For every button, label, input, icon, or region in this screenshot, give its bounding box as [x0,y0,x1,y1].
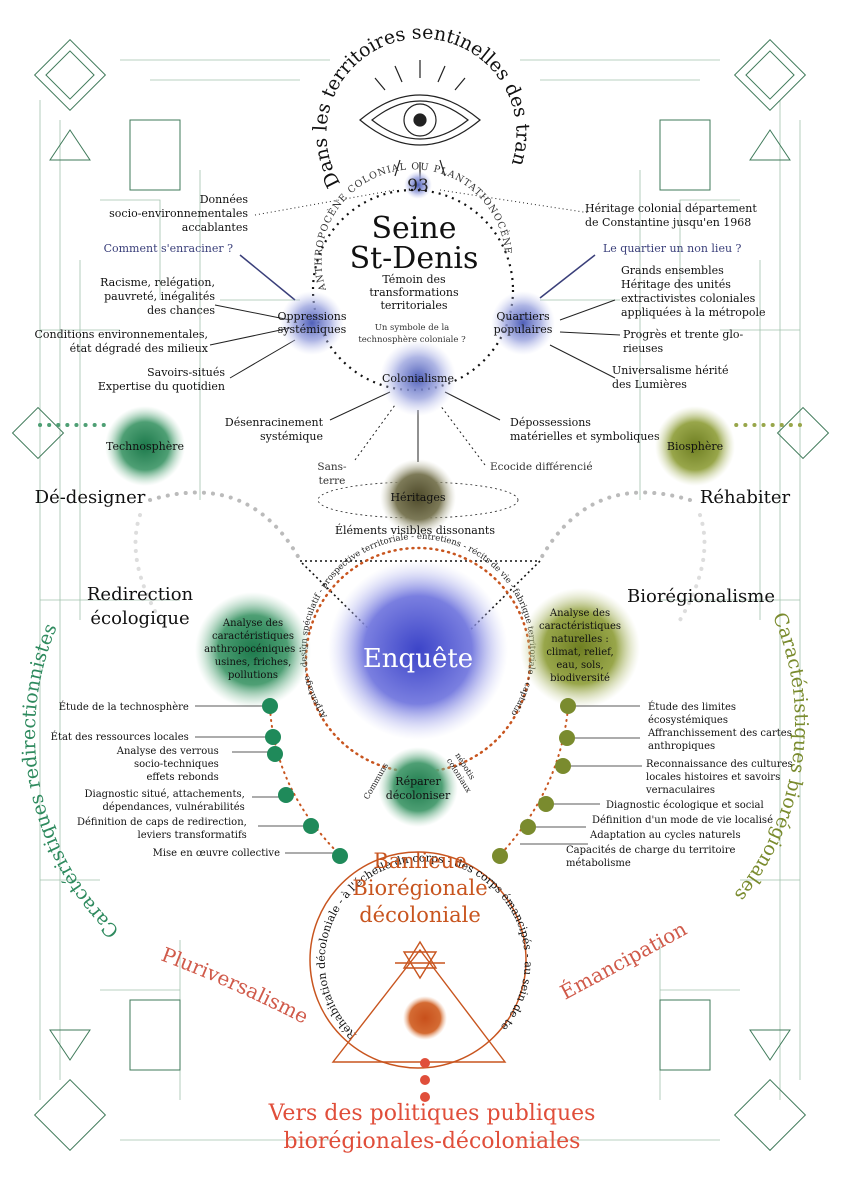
pluriversalisme-label: Pluriversalisme [158,942,312,1028]
sans-terre-label: Sans-terre [317,461,347,487]
heritages-orbit [317,481,519,519]
ecocide-label: Ecocide différencié [490,461,593,473]
reparer-node[interactable] [378,747,458,827]
dept-number: 93 [407,176,429,196]
analyse-left-node[interactable] [195,592,311,708]
quartiers-node[interactable] [491,291,555,355]
bioregionalisme-heading: Biorégionalisme [627,586,775,607]
question-left: Comment s'enraciner ? [104,242,234,255]
stdenis-title: St-Denis [350,241,479,276]
technosphere-node[interactable] [105,406,185,486]
step-lines [195,705,642,854]
emancipation-label: Émancipation [556,916,691,1004]
heritages-node[interactable] [380,459,456,535]
left-conditions: Conditions environnementales,état dégrad… [34,328,208,355]
seine-circle [311,188,515,392]
bottom-dots [420,1058,430,1102]
analyse-right-node[interactable] [520,588,640,708]
arc-title: Dans les territoires sentinelles des tra… [0,0,534,191]
right-progres: Progrès et trente glo-rieuses [623,328,744,355]
enquete-label: Enquête [363,644,473,674]
enquete-node[interactable] [328,560,508,740]
seine-title: Seine [372,211,457,246]
biosphere-node[interactable] [655,406,735,486]
eye-icon [359,60,481,180]
dept-number-glow [404,171,432,199]
colonialisme-node[interactable] [380,340,456,416]
technosphere-label: Technosphère [106,440,184,453]
oppressions-node[interactable] [280,291,344,355]
left-racisme: Racisme, relégation,pauvreté, inégalités… [100,276,215,317]
left-steps-list: Étude de la technosphère État des ressou… [51,701,280,859]
bottom-orange-node[interactable] [403,996,447,1040]
corner-ornaments [11,38,830,1152]
biosphere-label: Biosphère [667,440,723,453]
right-steps-list: Étude des limites écosystémiques Affranc… [566,701,796,869]
triangle-emblem [331,940,507,1063]
right-step-dots [492,698,576,864]
colonialisme-label: Colonialisme [382,372,454,385]
enquete-trapezoid [298,560,542,641]
step-chains [269,707,569,856]
left-side-arc: Caractéristiques redirectionnistes [18,620,123,942]
banlieue-circle [309,851,527,1069]
side-dotted-links [38,423,802,622]
left-step-dots [262,698,348,864]
dedesigner-heading: Dé-designer [35,487,146,508]
rehabiter-heading: Réhabiter [700,487,791,508]
connector-lines [209,189,621,466]
question-right: Le quartier un non lieu ? [603,242,742,255]
heritages-label: Héritages [390,491,445,504]
decorative-circuit-lines [39,59,801,1141]
elements-label: Éléments visibles dissonants [335,523,495,537]
